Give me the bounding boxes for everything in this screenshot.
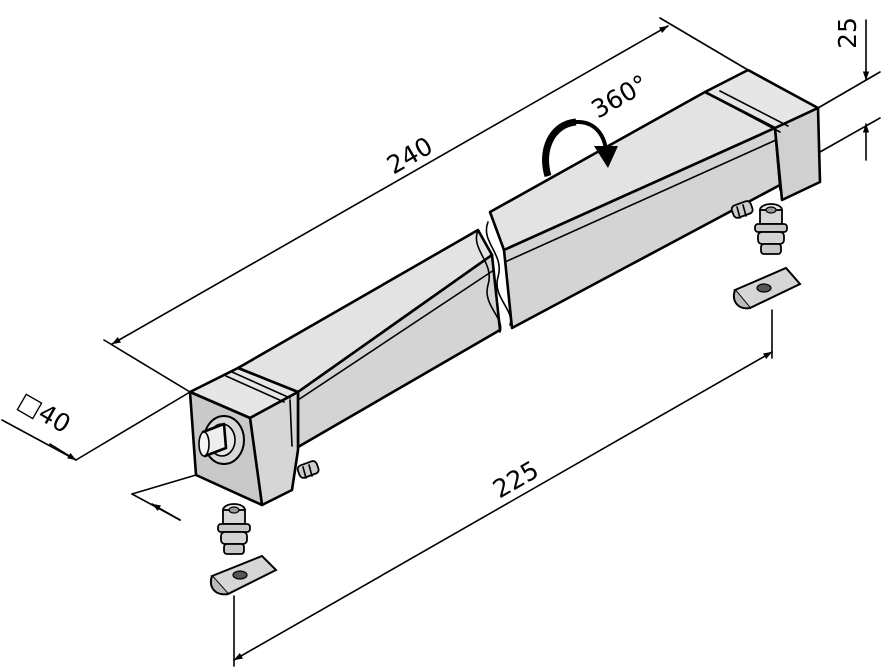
- length-label: 240: [382, 131, 438, 180]
- t-slot-nut-icon: [210, 554, 278, 596]
- fastener-bolt-right: [754, 203, 788, 255]
- set-screw-icon: [296, 460, 320, 479]
- left-end-cap: [188, 366, 300, 507]
- right-cap-band-2: [719, 90, 789, 127]
- set-screw-icon: [730, 200, 754, 219]
- right-cap-band-3: [774, 129, 781, 191]
- mount-distance-label: 225: [488, 455, 544, 504]
- t-slot-nut-icon: [733, 266, 802, 310]
- shaft-end: [198, 431, 210, 457]
- right-cap-band-1: [711, 95, 781, 133]
- dimension-section: □40: [1, 386, 197, 521]
- right-cap-front: [773, 106, 822, 202]
- rotation-label: 360°: [586, 69, 653, 124]
- dimension-height: 25: [817, 17, 881, 161]
- fastener-bolt-left: [217, 503, 251, 555]
- height-offset-label: 25: [833, 17, 862, 49]
